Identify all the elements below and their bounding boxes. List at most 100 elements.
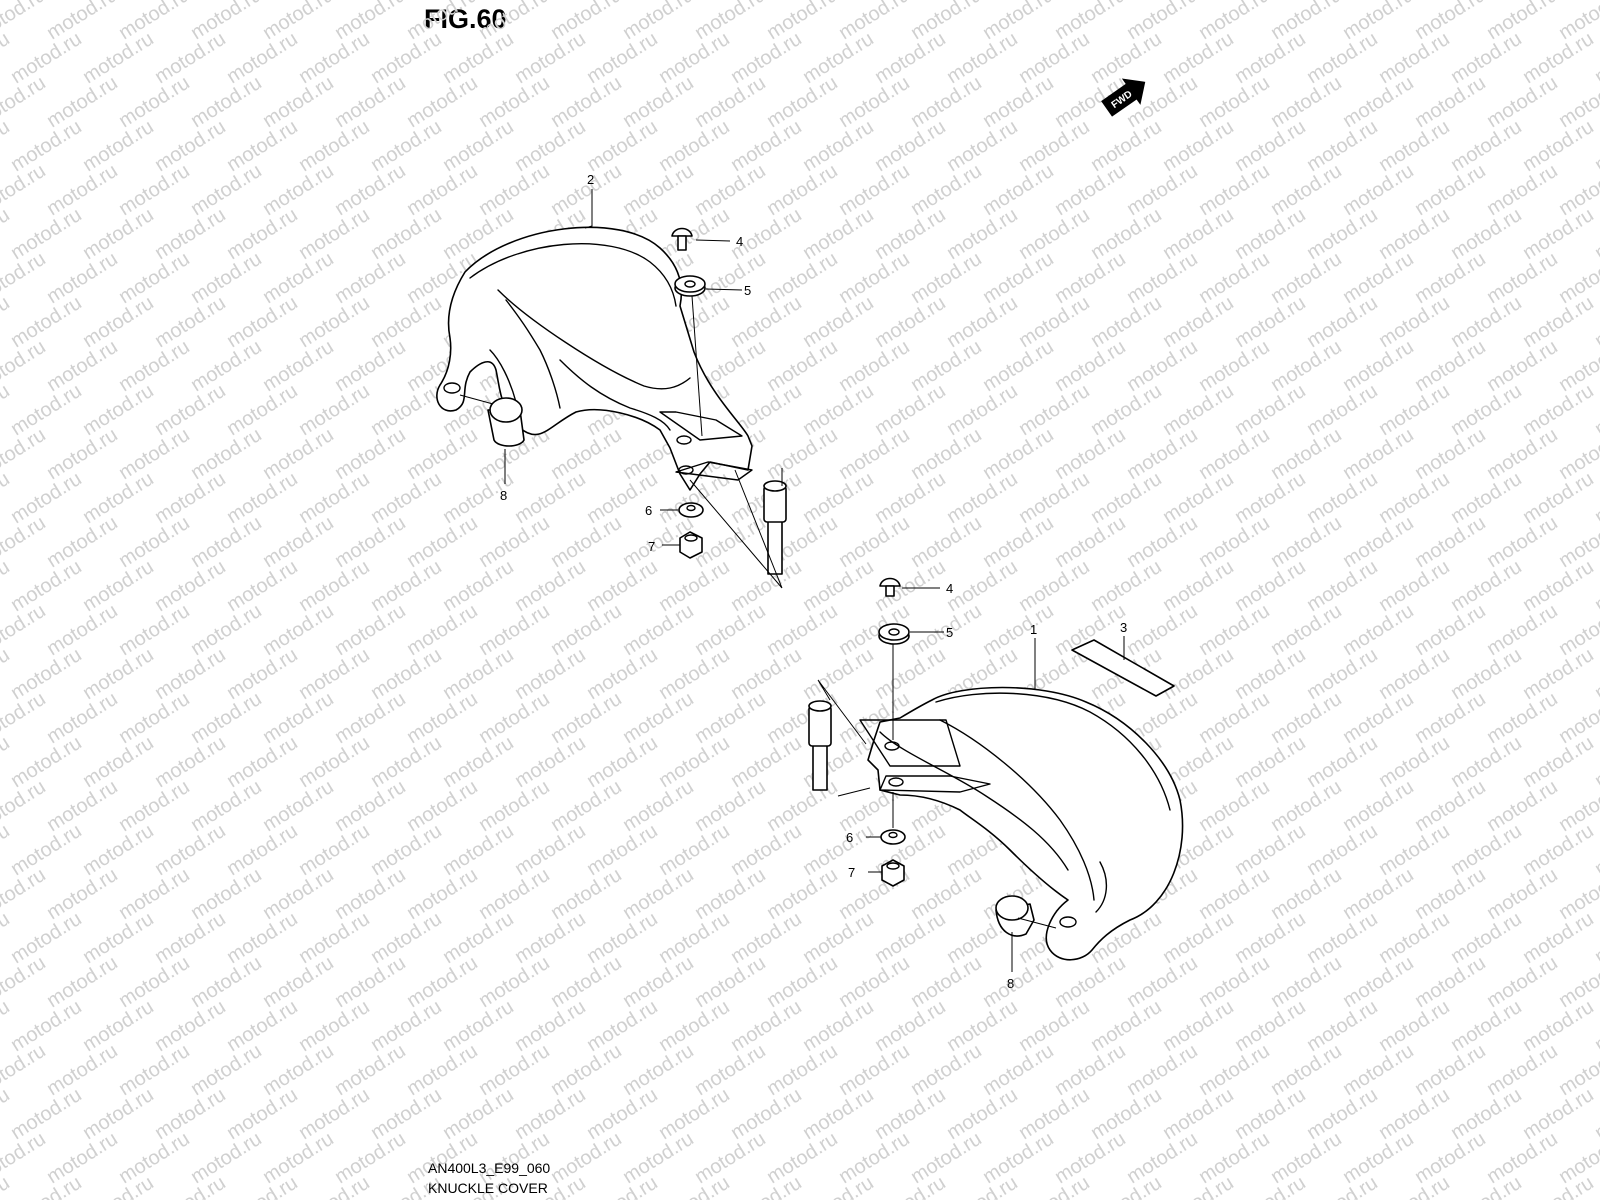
watermark-text: motod.ru bbox=[1015, 116, 1094, 176]
watermark-text: motod.ru bbox=[1267, 688, 1346, 748]
callout-8b: 8 bbox=[1007, 976, 1014, 991]
watermark-text: motod.ru bbox=[79, 116, 158, 176]
screw-lower bbox=[879, 577, 901, 597]
watermark-text: motod.ru bbox=[1447, 644, 1526, 704]
watermark-text: motod.ru bbox=[979, 0, 1058, 44]
watermark-text: motod.ru bbox=[1051, 248, 1130, 308]
watermark-text: motod.ru bbox=[331, 864, 410, 924]
watermark-text: motod.ru bbox=[475, 72, 554, 132]
watermark-text: motod.ru bbox=[1375, 908, 1454, 968]
watermark-text: motod.ru bbox=[1375, 996, 1454, 1056]
watermark-text: motod.ru bbox=[475, 688, 554, 748]
watermark-text: motod.ru bbox=[7, 116, 86, 176]
watermark-text: motod.ru bbox=[187, 72, 266, 132]
watermark-text: motod.ru bbox=[763, 160, 842, 220]
watermark-text: motod.ru bbox=[475, 952, 554, 1012]
watermark-text: motod.ru bbox=[115, 512, 194, 572]
watermark-text: motod.ru bbox=[511, 644, 590, 704]
watermark-text: motod.ru bbox=[187, 336, 266, 396]
watermark-text: motod.ru bbox=[1087, 996, 1166, 1056]
lower-cover-assembly: 1 3 4 5 6 7 8 bbox=[808, 577, 1184, 991]
watermark-text: motod.ru bbox=[223, 996, 302, 1056]
watermark-text: motod.ru bbox=[439, 556, 518, 616]
watermark-text: motod.ru bbox=[691, 248, 770, 308]
watermark-text: motod.ru bbox=[1447, 732, 1526, 792]
watermark-text: motod.ru bbox=[115, 776, 194, 836]
watermark-text: motod.ru bbox=[367, 820, 446, 880]
watermark-text: motod.ru bbox=[151, 556, 230, 616]
watermark-text: motod.ru bbox=[1339, 864, 1418, 924]
watermark-text: motod.ru bbox=[691, 72, 770, 132]
watermark-text: motod.ru bbox=[835, 248, 914, 308]
watermark-text: motod.ru bbox=[1303, 28, 1382, 88]
watermark-text: motod.ru bbox=[7, 204, 86, 264]
watermark-text: motod.ru bbox=[223, 380, 302, 440]
watermark-text: motod.ru bbox=[403, 776, 482, 836]
watermark-text: motod.ru bbox=[7, 468, 86, 528]
watermark-text: motod.ru bbox=[475, 160, 554, 220]
watermark-text: motod.ru bbox=[1447, 380, 1526, 440]
watermark-text: motod.ru bbox=[655, 644, 734, 704]
watermark-text: motod.ru bbox=[0, 1128, 50, 1188]
watermark-text: motod.ru bbox=[727, 28, 806, 88]
watermark-text: motod.ru bbox=[799, 468, 878, 528]
watermark-text: motod.ru bbox=[331, 688, 410, 748]
watermark-text: motod.ru bbox=[1195, 248, 1274, 308]
watermark-text: motod.ru bbox=[1159, 116, 1238, 176]
watermark-text: motod.ru bbox=[43, 424, 122, 484]
watermark-text: motod.ru bbox=[0, 512, 50, 572]
callout-5b: 5 bbox=[946, 625, 953, 640]
watermark-text: motod.ru bbox=[547, 424, 626, 484]
watermark-text: motod.ru bbox=[691, 688, 770, 748]
watermark-text: motod.ru bbox=[295, 996, 374, 1056]
watermark-text: motod.ru bbox=[1231, 28, 1310, 88]
watermark-text: motod.ru bbox=[1303, 556, 1382, 616]
watermark-text: motod.ru bbox=[1231, 556, 1310, 616]
watermark-text: motod.ru bbox=[1483, 688, 1562, 748]
watermark-text: motod.ru bbox=[331, 952, 410, 1012]
watermark-text: motod.ru bbox=[439, 116, 518, 176]
watermark-text: motod.ru bbox=[1339, 688, 1418, 748]
watermark-text: motod.ru bbox=[439, 820, 518, 880]
watermark-text: motod.ru bbox=[1051, 1040, 1130, 1100]
watermark-text: motod.ru bbox=[979, 160, 1058, 220]
watermark-text: motod.ru bbox=[1411, 1128, 1490, 1188]
watermark-text: motod.ru bbox=[1447, 204, 1526, 264]
watermark-text: motod.ru bbox=[79, 380, 158, 440]
watermark-text: motod.ru bbox=[727, 292, 806, 352]
watermark-text: motod.ru bbox=[1267, 160, 1346, 220]
watermark-text: motod.ru bbox=[1591, 556, 1600, 616]
watermark-text: motod.ru bbox=[1411, 600, 1490, 660]
watermark-text: motod.ru bbox=[0, 600, 50, 660]
watermark-text: motod.ru bbox=[1159, 644, 1238, 704]
watermark-text: motod.ru bbox=[835, 952, 914, 1012]
watermark-text: motod.ru bbox=[1519, 644, 1598, 704]
callout-6b: 6 bbox=[846, 830, 853, 845]
watermark-text: motod.ru bbox=[79, 732, 158, 792]
watermark-text: motod.ru bbox=[367, 908, 446, 968]
watermark-text: motod.ru bbox=[619, 776, 698, 836]
watermark-text: motod.ru bbox=[43, 336, 122, 396]
watermark-text: motod.ru bbox=[115, 424, 194, 484]
watermark-text: motod.ru bbox=[619, 600, 698, 660]
watermark-text: motod.ru bbox=[259, 248, 338, 308]
watermark-text: motod.ru bbox=[1591, 204, 1600, 264]
watermark-text: motod.ru bbox=[907, 1040, 986, 1100]
watermark-text: motod.ru bbox=[799, 820, 878, 880]
watermark-text: motod.ru bbox=[1015, 380, 1094, 440]
watermark-text: motod.ru bbox=[1375, 116, 1454, 176]
watermark-text: motod.ru bbox=[1339, 72, 1418, 132]
watermark-text: motod.ru bbox=[655, 116, 734, 176]
watermark-text: motod.ru bbox=[187, 688, 266, 748]
watermark-text: motod.ru bbox=[7, 820, 86, 880]
watermark-text: motod.ru bbox=[1051, 0, 1130, 44]
watermark-text: motod.ru bbox=[1483, 160, 1562, 220]
watermark-text: motod.ru bbox=[1303, 1084, 1382, 1144]
watermark-text: motod.ru bbox=[763, 952, 842, 1012]
watermark-text: motod.ru bbox=[43, 600, 122, 660]
watermark-text: motod.ru bbox=[691, 952, 770, 1012]
watermark-text: motod.ru bbox=[187, 776, 266, 836]
watermark-text: motod.ru bbox=[619, 72, 698, 132]
watermark-text: motod.ru bbox=[1447, 1084, 1526, 1144]
